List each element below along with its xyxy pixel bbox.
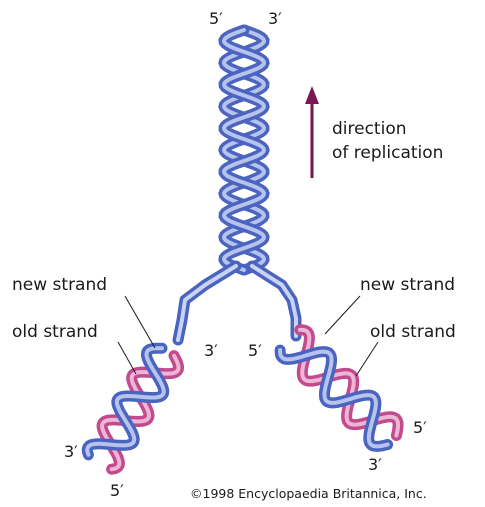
parent-helix-strand-2-highlight — [221, 28, 267, 272]
right-daughter-helix — [274, 324, 404, 452]
direction-label-line2: of replication — [332, 143, 443, 163]
right-daughter-helix-strand-2-highlight — [278, 348, 390, 449]
left-daughter-helix-strand-2-highlight — [85, 346, 166, 457]
left-daughter-helix — [81, 342, 184, 475]
right-branch-5-prime-top: 5′ — [248, 341, 262, 360]
right-branch-3-prime-bottom: 3′ — [368, 455, 382, 474]
dna-helix — [81, 24, 404, 475]
right-branch-5-prime-bottom: 5′ — [413, 418, 427, 437]
old-strand-left-leader — [117, 341, 137, 375]
old-strand-right-leader — [355, 341, 379, 377]
top-5-prime-label: 5′ — [209, 9, 223, 28]
fork-right-old-strand — [246, 260, 302, 342]
replication-direction-arrow — [305, 86, 319, 178]
old-strand-left-label: old strand — [12, 322, 98, 342]
new-strand-left-label: new strand — [12, 275, 107, 295]
fork-left-old-strand-body — [172, 260, 242, 346]
new-strand-right-leader — [324, 295, 361, 335]
left-daughter-helix-strand-1-highlight — [100, 353, 181, 472]
fork-right-old-strand-body — [246, 260, 302, 342]
copyright-text: ©1998 Encyclopaedia Britannica, Inc. — [190, 486, 427, 501]
new-strand-left-leader — [124, 295, 156, 349]
left-branch-3-prime-top: 3′ — [204, 341, 218, 360]
fork-left-old-strand-highlight — [176, 264, 238, 342]
fork-left-old-strand — [172, 260, 242, 346]
left-branch-5-prime-bottom: 5′ — [110, 481, 124, 500]
old-strand-right-label: old strand — [370, 322, 456, 342]
parent-helix-strand-1-highlight — [221, 28, 267, 272]
left-branch-3-prime-bottom: 3′ — [64, 442, 78, 461]
top-3-prime-label: 3′ — [268, 9, 282, 28]
new-strand-right-label: new strand — [360, 275, 455, 295]
fork-right-old-strand-highlight — [250, 264, 298, 338]
direction-label-line1: direction — [332, 119, 407, 139]
parent-helix — [218, 24, 270, 276]
